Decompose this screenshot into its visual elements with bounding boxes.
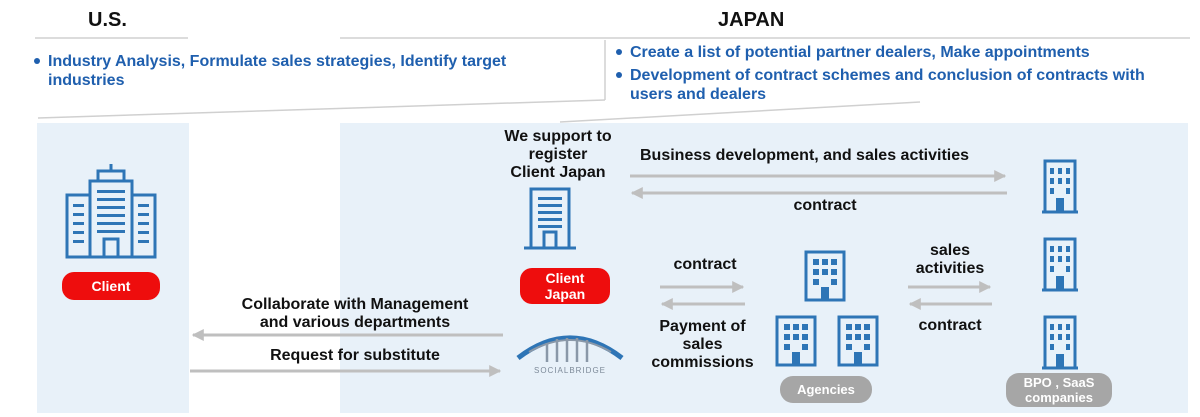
bpo-line-2: companies [1025,390,1093,405]
payment-line-3: commissions [651,354,754,371]
us-bullet-line-1: Industry Analysis, Formulate sales strat… [48,53,507,70]
bpo-building-icon [1042,159,1078,214]
payment-line-1: Payment of [659,318,746,335]
bullet-dot [34,58,40,64]
collaborate-line-1: Collaborate with Management [241,296,469,313]
agencies-pill: Agencies [780,376,872,403]
agency-building-icon [837,315,879,367]
japan-title: JAPAN [718,9,785,31]
payment-label: Payment of sales commissions [640,318,765,372]
japan-slant-line [559,101,921,123]
us-slant-line [37,99,606,119]
support-line-3: Client Japan [510,164,606,181]
bullet-dot [616,72,622,78]
header-dividers [35,37,1190,123]
contract-top-label: contract [793,197,857,214]
collaborate-line-2: and various departments [259,314,451,331]
contract-right-label: contract [918,317,982,334]
client-japan-line-2: Japan [544,286,586,302]
request-label: Request for substitute [270,347,440,364]
bpo-building-icon [1042,315,1078,370]
sales-line-1: sales [929,242,971,259]
japan-panel [340,123,1188,413]
support-line-2: register [528,146,588,163]
agency-building-icon [775,315,817,367]
japan-bullet-2-line-1: Development of contract schemes and conc… [630,67,1145,84]
support-line-1: We support to [504,128,612,145]
support-label: We support to register Client Japan [488,128,628,182]
office-tower-icon [65,164,157,259]
bullet-dot [616,49,622,55]
client-japan-line-1: Client [545,270,585,286]
contract-mid-label: contract [673,256,737,273]
agency-building-icon [804,250,846,302]
sales-activities-label: sales activities [895,242,1005,278]
us-bullet-line-2: industries [48,72,125,89]
japan-bullet-1: Create a list of potential partner deale… [616,43,1196,62]
japan-bullet-2: Development of contract schemes and conc… [616,66,1196,104]
client-japan-pill: Client Japan [520,268,610,304]
bpo-line-1: BPO , SaaS [1023,375,1095,390]
office-building-icon [524,187,576,250]
us-title: U.S. [88,9,127,31]
client-pill: Client [62,272,160,300]
bpo-building-icon [1042,237,1078,292]
payment-line-2: sales [682,336,723,353]
business-dev-label: Business development, and sales activiti… [640,147,970,164]
japan-bullet-2-line-2: users and dealers [630,86,767,103]
japan-bullet-1-line-1: Create a list of potential partner deale… [630,44,1090,61]
us-bullet: Industry Analysis, Formulate sales strat… [34,52,594,90]
collaborate-label: Collaborate with Management and various … [205,296,505,332]
bpo-pill: BPO , SaaS companies [1006,373,1112,407]
socialbridge-wordmark: SOCIALBRIDGE [533,366,606,375]
bridge-logo-icon [516,335,624,362]
sales-line-2: activities [915,260,985,277]
